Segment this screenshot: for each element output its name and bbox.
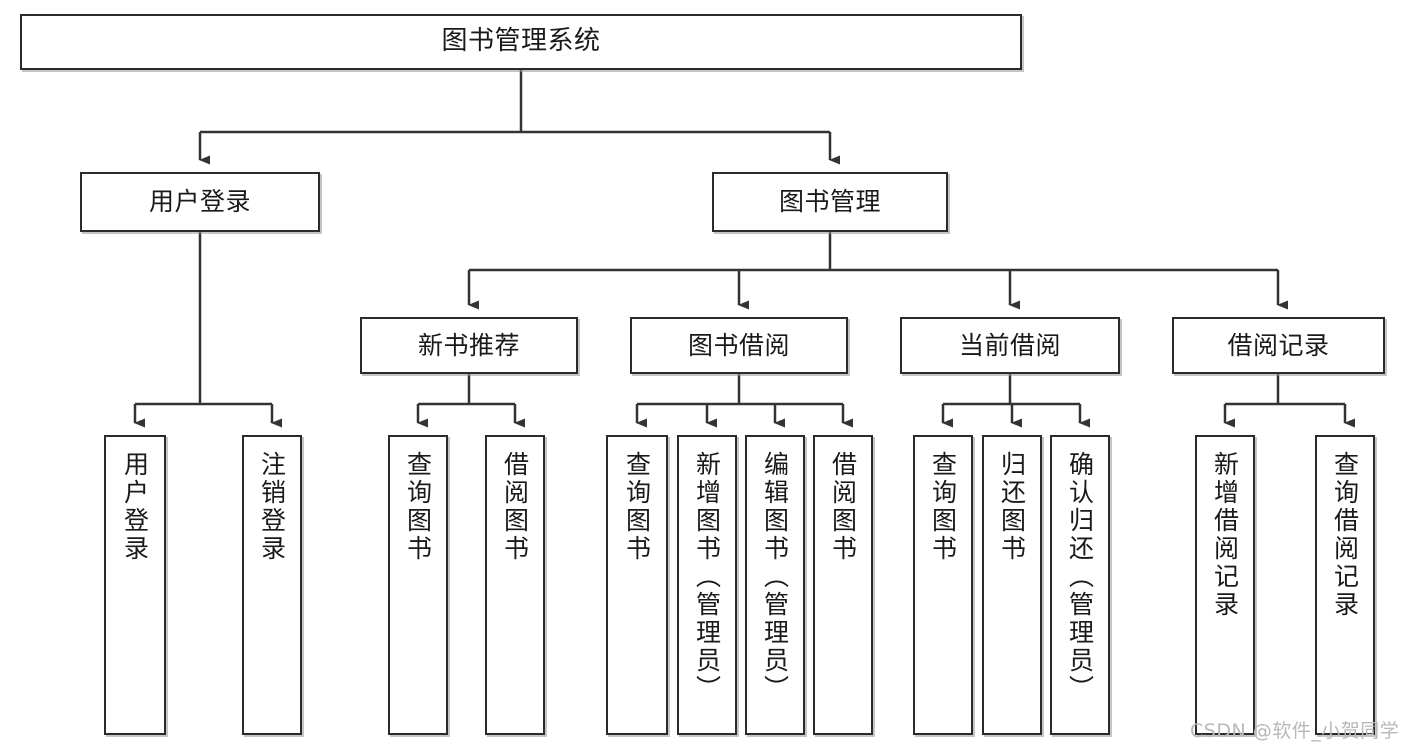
node-current-borrow-label: 当前借阅 (958, 330, 1061, 360)
leaf-borrow-book-2[interactable]: 借阅图书 (813, 435, 873, 735)
node-new-book-recommend[interactable]: 新书推荐 (360, 317, 578, 374)
node-root[interactable]: 图书管理系统 (20, 14, 1022, 70)
leaf-borrow-book-1-label: 借阅图书 (500, 451, 530, 563)
node-user-login[interactable]: 用户登录 (80, 172, 320, 232)
leaf-query-book-2-label: 查询图书 (622, 451, 652, 563)
leaf-user-login-label: 用户登录 (120, 451, 150, 563)
node-book-manage-label: 图书管理 (778, 187, 881, 216)
watermark: CSDN @软件_小贺同学 (1190, 720, 1400, 742)
node-current-borrow[interactable]: 当前借阅 (900, 317, 1120, 374)
leaf-query-book-1-label: 查询图书 (403, 451, 433, 563)
node-root-label: 图书管理系统 (441, 26, 601, 57)
leaf-return-book[interactable]: 归还图书 (982, 435, 1042, 735)
leaf-borrow-book-1[interactable]: 借阅图书 (485, 435, 545, 735)
node-book-borrow-label: 图书借阅 (687, 330, 790, 360)
leaf-add-book[interactable]: 新增图书（管理员） (677, 435, 737, 735)
leaf-query-record-label: 查询借阅记录 (1330, 451, 1360, 619)
leaf-edit-book-label: 编辑图书（管理员） (760, 451, 790, 703)
leaf-logout-login[interactable]: 注销登录 (242, 435, 302, 735)
leaf-add-record[interactable]: 新增借阅记录 (1195, 435, 1255, 735)
leaf-borrow-book-2-label: 借阅图书 (828, 451, 858, 563)
node-user-login-label: 用户登录 (148, 187, 251, 216)
leaf-add-book-label: 新增图书（管理员） (692, 451, 722, 703)
leaf-edit-book[interactable]: 编辑图书（管理员） (745, 435, 805, 735)
leaf-confirm-return-label: 确认归还（管理员） (1065, 451, 1095, 703)
leaf-return-book-label: 归还图书 (997, 451, 1027, 563)
leaf-confirm-return[interactable]: 确认归还（管理员） (1050, 435, 1110, 735)
node-borrow-record[interactable]: 借阅记录 (1172, 317, 1385, 374)
node-book-borrow[interactable]: 图书借阅 (630, 317, 848, 374)
leaf-logout-login-label: 注销登录 (257, 451, 287, 563)
leaf-user-login[interactable]: 用户登录 (104, 435, 166, 735)
leaf-query-book-1[interactable]: 查询图书 (388, 435, 448, 735)
node-borrow-record-label: 借阅记录 (1227, 330, 1330, 360)
node-book-manage[interactable]: 图书管理 (712, 172, 948, 232)
leaf-query-book-3[interactable]: 查询图书 (913, 435, 973, 735)
leaf-query-book-3-label: 查询图书 (928, 451, 958, 563)
leaf-query-book-2[interactable]: 查询图书 (606, 435, 668, 735)
leaf-add-record-label: 新增借阅记录 (1210, 451, 1240, 619)
leaf-query-record[interactable]: 查询借阅记录 (1315, 435, 1375, 735)
node-new-book-recommend-label: 新书推荐 (417, 330, 520, 360)
